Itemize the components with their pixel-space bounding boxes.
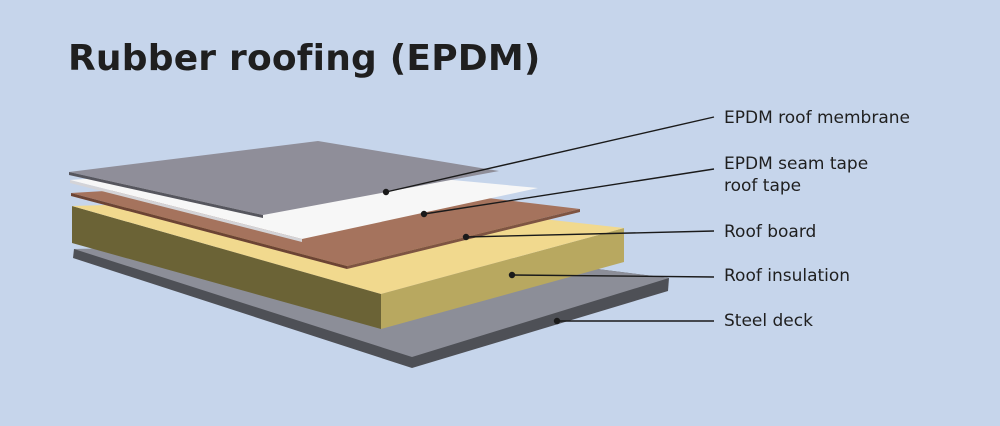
seam-tape-leader-line <box>423 168 715 215</box>
insulation-left-side <box>72 206 381 329</box>
steel-deck-label: Steel deck <box>724 311 813 331</box>
membrane-top <box>69 141 499 215</box>
diagram-title: Rubber roofing (EPDM) <box>68 38 541 79</box>
roof-board-leader-dot <box>462 233 470 241</box>
insulation-right-side <box>381 228 624 329</box>
roof-board-side-right <box>347 209 580 269</box>
insulation-leader-line <box>511 274 715 278</box>
roof-board-leader-line <box>465 230 715 238</box>
roof-membrane-layer <box>69 141 499 218</box>
steel-deck-leader-dot <box>553 317 561 325</box>
membrane-leader-line <box>385 116 715 193</box>
seam-tape-label-line2: roof tape <box>724 176 801 196</box>
seam-tape-side <box>70 180 302 242</box>
seam-tape-label: EPDM seam tape <box>724 154 868 174</box>
roof-board-side <box>71 193 347 269</box>
insulation-leader-dot <box>508 271 516 279</box>
insulation-label: Roof insulation <box>724 266 850 286</box>
membrane-side <box>69 172 263 218</box>
seam-tape-leader-dot <box>420 210 428 218</box>
roof-board-label: Roof board <box>724 222 816 242</box>
leader-lines <box>382 116 715 325</box>
membrane-label: EPDM roof membrane <box>724 108 910 128</box>
membrane-leader-dot <box>382 188 390 196</box>
